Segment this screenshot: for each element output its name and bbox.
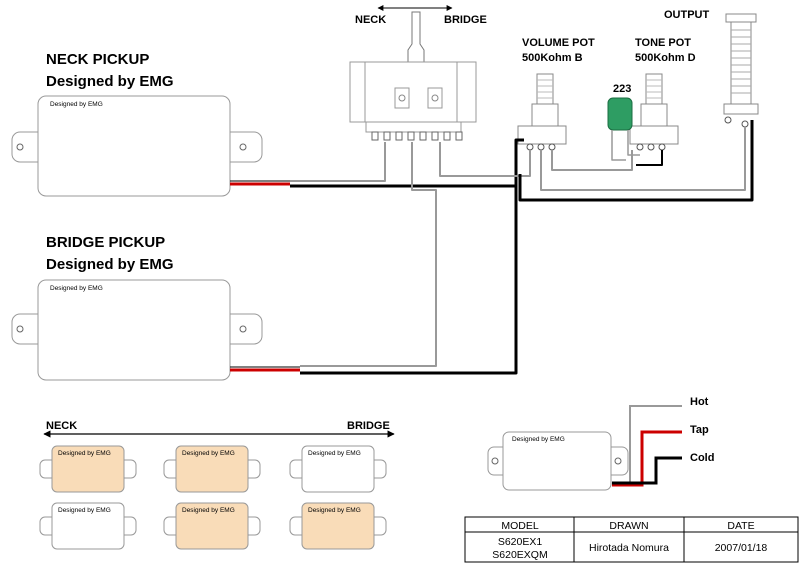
title-model-header: MODEL — [501, 520, 539, 532]
title-drawn-value: Hirotada Nomura — [589, 542, 669, 554]
title-model-2: S620EXQM — [492, 549, 547, 561]
switch-neck-label: NECK — [355, 14, 386, 26]
selector-switch: NECK BRIDGE — [349, 5, 487, 141]
neck-pickup-title: NECK PICKUP — [46, 51, 149, 68]
title-drawn-header: DRAWN — [609, 520, 648, 532]
output-jack — [723, 13, 759, 128]
title-date-header: DATE — [727, 520, 754, 532]
position-6-label: Designed by EMG — [308, 507, 361, 514]
neck-pickup-subtitle: Designed by EMG — [46, 73, 174, 90]
legend-pickup-label: Designed by EMG — [512, 436, 565, 443]
title-model-1: S620EX1 — [498, 536, 543, 548]
positions-neck-label: NECK — [46, 420, 77, 432]
tone-pot-title: TONE POT — [635, 37, 691, 49]
legend-wires — [612, 405, 682, 487]
output-label: OUTPUT — [664, 9, 710, 21]
position-3-bridge: Designed by EMG — [289, 502, 387, 550]
tone-pot-value: 500Kohm D — [635, 52, 696, 64]
legend-tap: Tap — [690, 424, 709, 436]
legend-pickup: Designed by EMG — [487, 431, 629, 491]
bridge-pickup: Designed by EMG — [11, 279, 263, 381]
position-1-neck: Designed by EMG — [39, 445, 137, 493]
position-2-bridge: Designed by EMG — [163, 502, 261, 550]
title-date-value: 2007/01/18 — [715, 542, 768, 554]
position-4-label: Designed by EMG — [58, 507, 111, 514]
bridge-pickup-subtitle: Designed by EMG — [46, 256, 174, 273]
wiring — [230, 120, 754, 375]
capacitor — [607, 97, 633, 131]
position-3-label: Designed by EMG — [308, 450, 361, 457]
position-1-label: Designed by EMG — [58, 450, 111, 457]
positions-bridge-label: BRIDGE — [347, 420, 390, 432]
title-block — [464, 516, 799, 563]
position-2-label: Designed by EMG — [182, 450, 235, 457]
position-3-neck: Designed by EMG — [289, 445, 387, 493]
neck-pickup: Designed by EMG — [11, 95, 263, 197]
position-1-bridge: Designed by EMG — [39, 502, 137, 550]
legend-cold: Cold — [690, 452, 714, 464]
neck-pickup-inner-label: Designed by EMG — [50, 101, 103, 108]
switch-bridge-label: BRIDGE — [444, 14, 487, 26]
tone-pot — [629, 73, 679, 151]
volume-pot-title: VOLUME POT — [522, 37, 595, 49]
legend-hot: Hot — [690, 396, 709, 408]
position-5-label: Designed by EMG — [182, 507, 235, 514]
volume-pot-value: 500Kohm B — [522, 52, 583, 64]
bridge-pickup-title: BRIDGE PICKUP — [46, 234, 165, 251]
bridge-pickup-inner-label: Designed by EMG — [50, 285, 103, 292]
volume-pot — [517, 73, 567, 151]
position-2-neck: Designed by EMG — [163, 445, 261, 493]
capacitor-label: 223 — [613, 83, 631, 95]
